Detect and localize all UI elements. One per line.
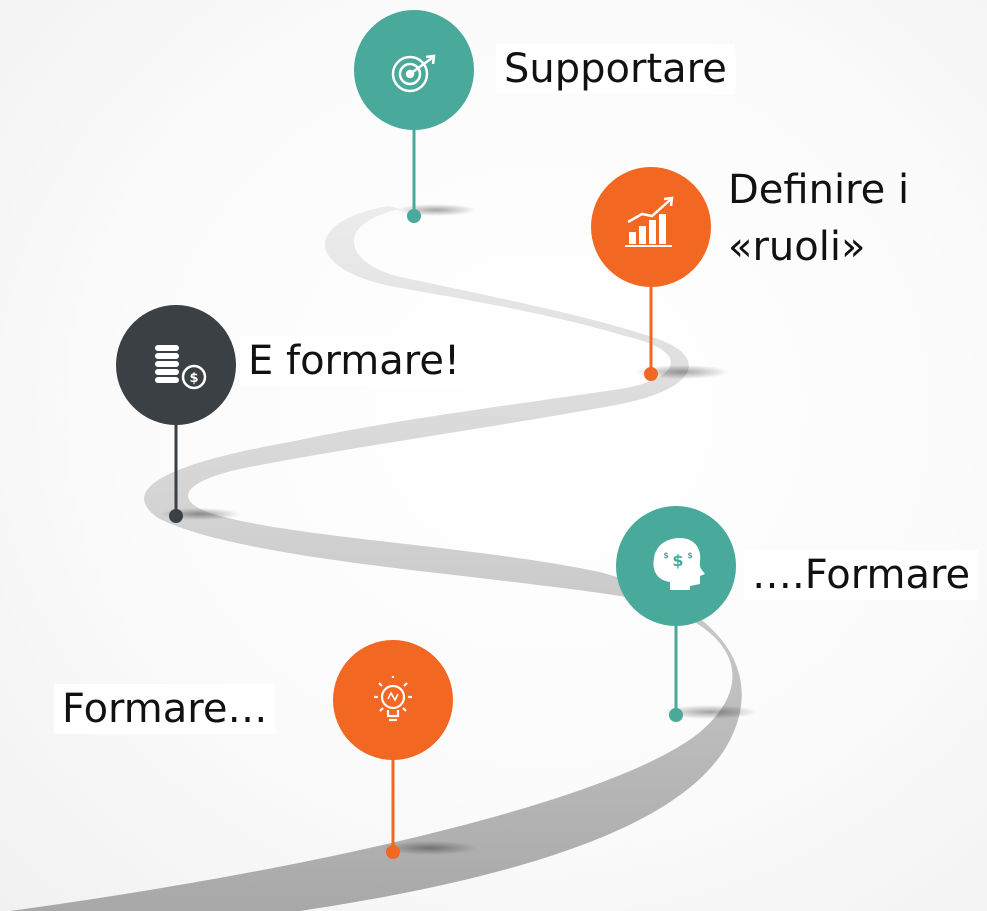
step-label-line: Definire i	[728, 167, 910, 213]
target-arrow-icon	[391, 54, 436, 93]
step-label-e-formare: E formare!	[240, 336, 468, 386]
svg-text:$: $	[189, 371, 198, 386]
winding-road	[10, 206, 742, 911]
coins-dollar-icon: $	[155, 345, 207, 390]
step-label-supportare: Supportare	[496, 44, 735, 94]
pin-circle	[333, 640, 453, 760]
milestone-pin-formare-1	[333, 640, 453, 859]
pin-shadow	[634, 365, 730, 379]
step-label-formare-2: ….Formare	[744, 550, 979, 600]
milestone-pin-formare-2: $ $ $	[616, 506, 736, 722]
milestone-pin-e-formare: $	[116, 305, 236, 523]
step-label-formare-1: Formare…	[54, 684, 276, 734]
pin-shadow	[662, 705, 758, 719]
svg-text:$: $	[663, 551, 669, 560]
step-label-line: «ruoli»	[728, 224, 866, 270]
lightbulb-icon	[374, 676, 412, 722]
pin-shadow	[382, 841, 478, 855]
growth-chart-icon	[625, 196, 674, 247]
head-dollar-icon: $ $ $	[653, 538, 705, 590]
milestone-pin-definire-ruoli	[591, 167, 711, 381]
svg-text:$: $	[672, 551, 683, 570]
milestone-pin-supportare	[354, 10, 474, 223]
svg-text:$: $	[687, 551, 693, 560]
step-label-definire-ruoli: Definire i «ruoli»	[728, 162, 909, 276]
